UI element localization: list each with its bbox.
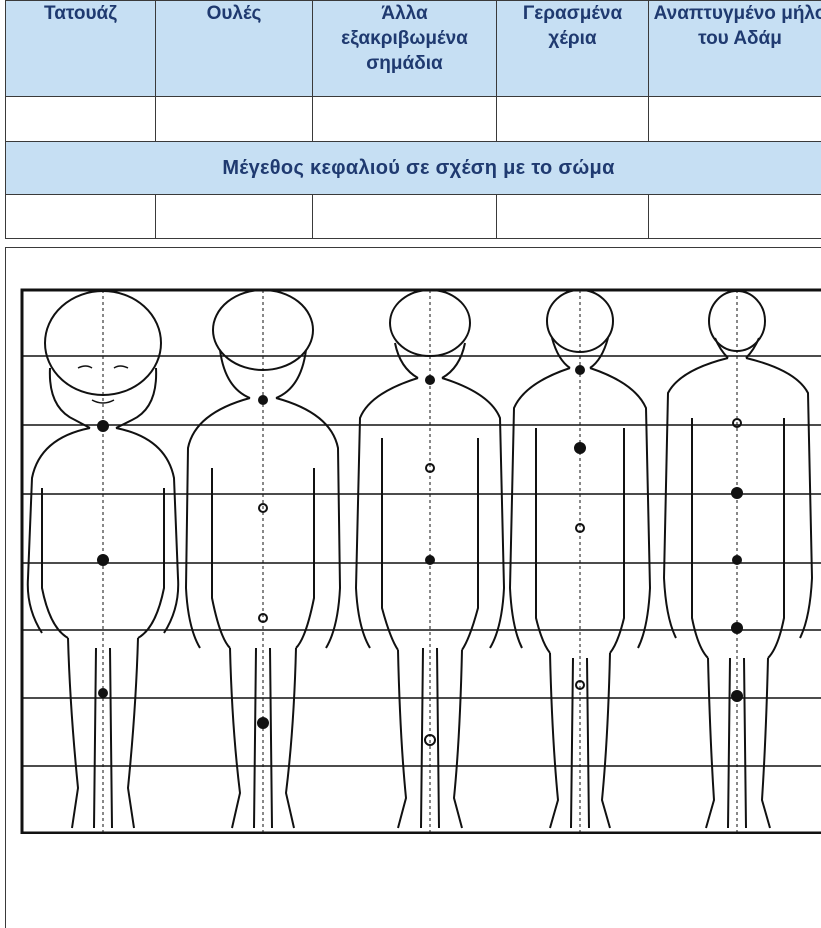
header-other-marks: Άλλα εξακριβωμένα σημάδια — [313, 1, 497, 97]
table-header-row: Τατουάζ Ουλές Άλλα εξακριβωμένα σημάδια … — [6, 1, 821, 97]
traits-table: Τατουάζ Ουλές Άλλα εξακριβωμένα σημάδια … — [5, 0, 821, 239]
figure-child — [186, 290, 340, 833]
answer-cell-tattoos[interactable] — [6, 97, 156, 142]
answer-cell-other-marks[interactable] — [313, 97, 497, 142]
figure-infant — [28, 290, 178, 833]
section-row: Μέγεθος κεφαλιού σε σχέση με το σώμα — [6, 142, 821, 195]
header-tattoos: Τατουάζ — [6, 1, 156, 97]
answer-cell-5[interactable] — [649, 195, 821, 239]
answer-cell-3[interactable] — [313, 195, 497, 239]
header-aged-hands: Γερασμένα χέρια — [497, 1, 649, 97]
figure-older-child — [356, 290, 504, 833]
figure-adult — [664, 290, 812, 833]
answer-cell-2[interactable] — [156, 195, 313, 239]
answer-cell-aged-hands[interactable] — [497, 97, 649, 142]
answer-cell-1[interactable] — [6, 195, 156, 239]
answer-cell-4[interactable] — [497, 195, 649, 239]
figure-adolescent — [510, 290, 650, 833]
header-adams-apple: Αναπτυγμένο μήλο του Αδάμ — [649, 1, 821, 97]
body-proportions-illustration — [20, 288, 821, 834]
section-title: Μέγεθος κεφαλιού σε σχέση με το σώμα — [6, 142, 821, 195]
table-row — [6, 195, 821, 239]
answer-cell-scars[interactable] — [156, 97, 313, 142]
table-row — [6, 97, 821, 142]
answer-cell-adams-apple[interactable] — [649, 97, 821, 142]
header-scars: Ουλές — [156, 1, 313, 97]
